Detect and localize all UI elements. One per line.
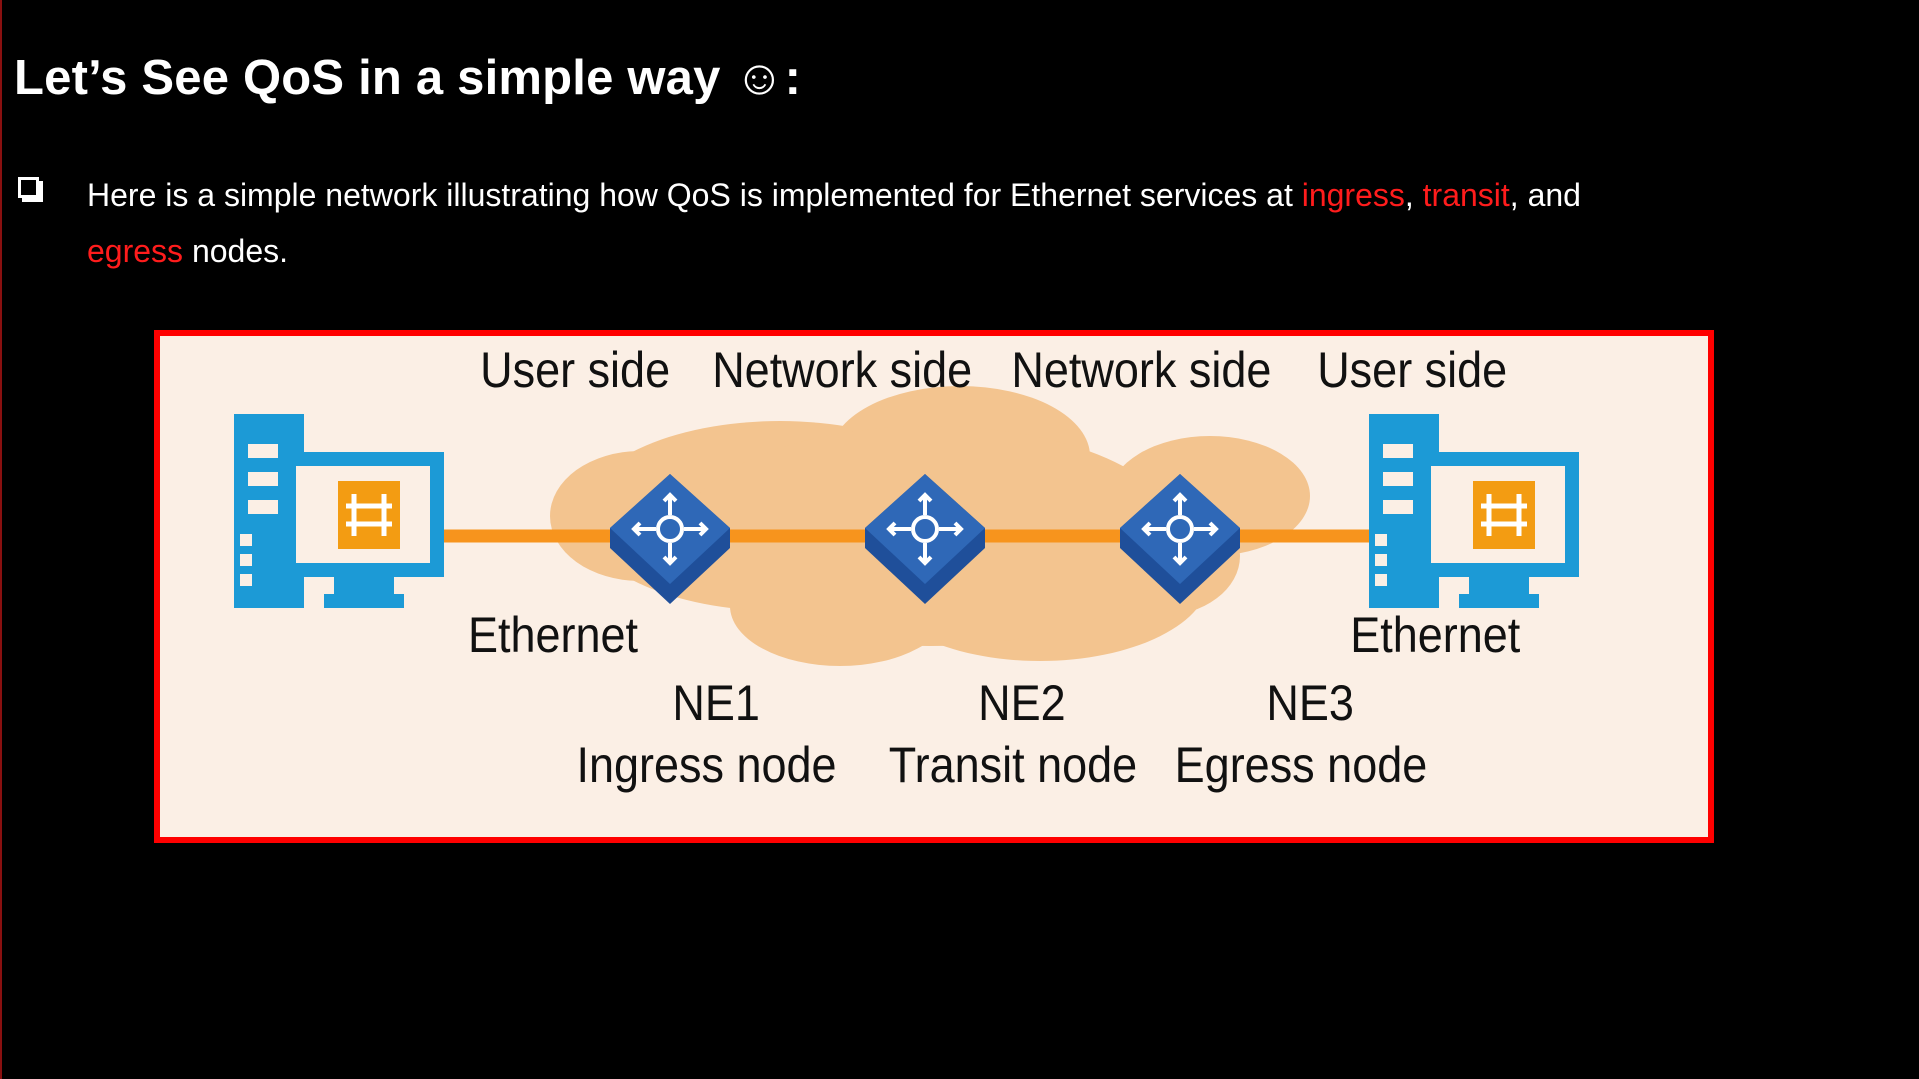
node-name-ne2: NE2 (978, 676, 1066, 732)
slide-title: Let’s See QoS in a simple way ☺: (14, 51, 802, 105)
highlight-egress: egress (87, 233, 184, 269)
slide-left-edge (0, 0, 2, 1079)
side-labels: User side Network side Network side User… (480, 343, 1507, 399)
node-name-ne1: NE1 (672, 676, 760, 732)
side-label-user-right: User side (1317, 343, 1507, 399)
bullet-separator-2: , and (1509, 177, 1581, 213)
highlight-transit: transit (1422, 177, 1510, 213)
computer-right-icon (1369, 414, 1579, 608)
node-role-transit: Transit node (889, 738, 1137, 794)
bullet-text: Here is a simple network illustrating ho… (87, 167, 1637, 279)
side-label-network-right: Network side (1011, 343, 1271, 399)
checkbox-bullet-icon (18, 177, 39, 198)
side-label-user-left: User side (480, 343, 670, 399)
node-role-ingress: Ingress node (577, 738, 837, 794)
highlight-ingress: ingress (1301, 177, 1405, 213)
computer-left-icon (234, 414, 444, 608)
node-name-ne3: NE3 (1266, 676, 1354, 732)
bullet-separator-1: , (1404, 177, 1423, 213)
side-label-network-left: Network side (712, 343, 972, 399)
ethernet-label-left: Ethernet (468, 608, 638, 664)
router-ne1-icon (610, 474, 730, 604)
ethernet-label-right: Ethernet (1350, 608, 1520, 664)
bullet-text-intro: Here is a simple network illustrating ho… (87, 177, 1302, 213)
router-ne3-icon (1120, 474, 1240, 604)
bullet-text-outro: nodes. (183, 233, 289, 269)
qos-network-diagram: User side Network side Network side User… (154, 330, 1714, 843)
diagram-canvas: User side Network side Network side User… (234, 343, 1579, 794)
router-ne2-icon (865, 474, 985, 604)
node-role-egress: Egress node (1175, 738, 1428, 794)
